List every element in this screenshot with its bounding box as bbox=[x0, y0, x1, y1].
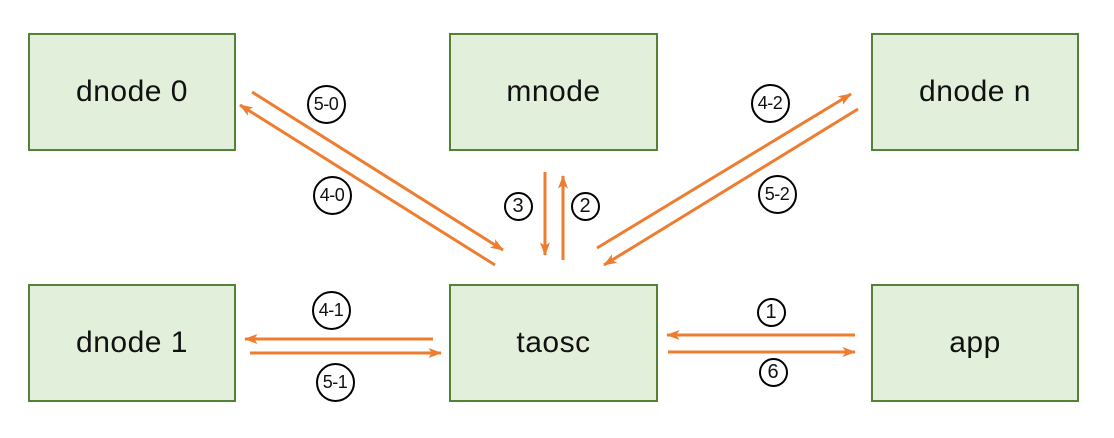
edge-label-step-4-2: 4-2 bbox=[750, 83, 790, 123]
node-dnode-n: dnode n bbox=[871, 33, 1079, 151]
arrow-step-5-0 bbox=[251, 90, 504, 252]
node-label-dnode-0: dnode 0 bbox=[76, 75, 188, 108]
node-taosc: taosc bbox=[449, 284, 658, 402]
arrow-step-4-0 bbox=[239, 103, 496, 267]
node-label-dnode-1: dnode 1 bbox=[76, 326, 188, 359]
edge-label-step-5-1: 5-1 bbox=[315, 362, 355, 402]
edge-group bbox=[239, 90, 859, 358]
node-label-dnode-n: dnode n bbox=[919, 75, 1031, 108]
edge-label-step-2: 2 bbox=[570, 191, 600, 221]
edge-label-step-1: 1 bbox=[756, 297, 786, 327]
edge-label-step-4-1: 4-1 bbox=[311, 290, 351, 330]
edge-label-step-4-0: 4-0 bbox=[312, 175, 352, 215]
node-dnode-1: dnode 1 bbox=[28, 284, 236, 402]
node-label-mnode: mnode bbox=[506, 75, 601, 108]
arrow-step-5-2 bbox=[603, 107, 859, 267]
node-app: app bbox=[871, 284, 1079, 402]
edge-label-step-6: 6 bbox=[758, 357, 788, 387]
node-label-taosc: taosc bbox=[516, 326, 591, 359]
arrow-step-4-2 bbox=[596, 92, 852, 250]
edge-label-step-3: 3 bbox=[503, 191, 533, 221]
edge-label-step-5-2: 5-2 bbox=[757, 174, 797, 214]
node-mnode: mnode bbox=[449, 33, 658, 151]
edge-label-step-5-0: 5-0 bbox=[306, 84, 346, 124]
node-dnode-0: dnode 0 bbox=[28, 33, 236, 151]
node-label-app: app bbox=[949, 326, 1001, 359]
